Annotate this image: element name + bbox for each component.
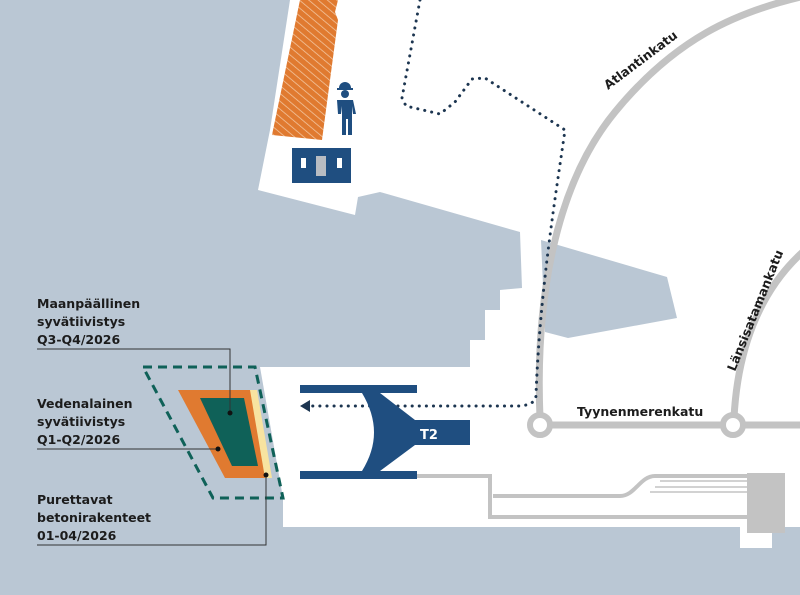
surface-compaction-area xyxy=(200,398,258,466)
svg-text:Q3-Q4/2026: Q3-Q4/2026 xyxy=(37,332,120,347)
terminal-label: T2 xyxy=(420,428,438,443)
svg-text:Purettavat: Purettavat xyxy=(37,492,113,507)
roundabout-east xyxy=(720,412,746,438)
ferry-terminal-icon xyxy=(300,385,470,479)
legend-demolition: Purettavat betonirakenteet 01-04/2026 xyxy=(37,492,151,543)
construction-zone-boundary xyxy=(140,365,285,500)
svg-text:Maanpäällinen: Maanpäällinen xyxy=(37,296,140,311)
leader-dot xyxy=(215,446,221,452)
roads xyxy=(535,0,800,429)
svg-text:betonirakenteet: betonirakenteet xyxy=(37,510,151,525)
route-arrowhead xyxy=(300,400,310,412)
site-office-icon xyxy=(292,148,351,183)
worker-icon xyxy=(337,82,356,135)
quay-structure xyxy=(415,474,760,519)
svg-text:01-04/2026: 01-04/2026 xyxy=(37,528,117,543)
water-basin xyxy=(541,240,677,338)
road-atlantinkatu xyxy=(535,0,800,419)
svg-text:Q1-Q2/2026: Q1-Q2/2026 xyxy=(37,432,120,447)
legend-leaders xyxy=(37,348,267,546)
svg-text:syvätiivistys: syvätiivistys xyxy=(37,414,125,429)
pier-work-area xyxy=(272,0,338,140)
walking-route xyxy=(306,0,567,408)
svg-text:Vedenalainen: Vedenalainen xyxy=(37,396,133,411)
street-label-tyynenmerenkatu: Tyynenmerenkatu xyxy=(577,404,703,419)
legend-surface-compaction: Maanpäällinen syvätiivistys Q3-Q4/2026 xyxy=(37,296,140,347)
roundabout-west xyxy=(527,412,553,438)
road-lansisatamankatu xyxy=(730,249,800,419)
legend-underwater-compaction: Vedenalainen syvätiivistys Q1-Q2/2026 xyxy=(37,396,133,447)
leader-dot xyxy=(227,410,233,416)
quay-block xyxy=(747,473,785,533)
svg-text:syvätiivistys: syvätiivistys xyxy=(37,314,125,329)
leader-dot xyxy=(263,472,269,478)
